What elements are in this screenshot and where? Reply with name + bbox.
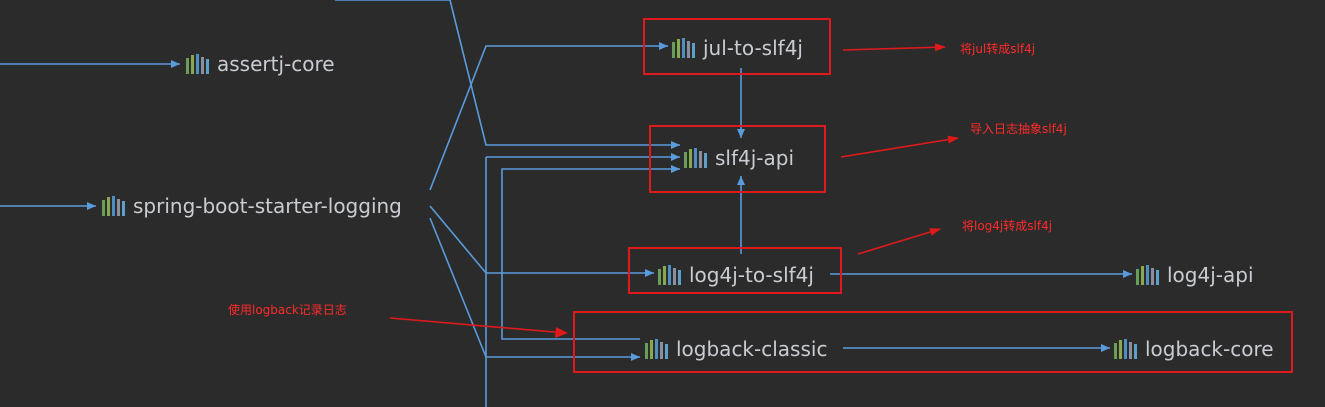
annotation-arrowhead-logback — [555, 327, 568, 338]
highlight-log4j-to-slf4j — [628, 247, 842, 294]
library-icon — [186, 54, 209, 74]
edge-logback-classic-to-slf4j-api — [501, 165, 680, 340]
annotation-arrow-slf4j — [840, 135, 959, 158]
node-label: logback-classic — [676, 337, 828, 361]
node-label: log4j-to-slf4j — [689, 263, 814, 287]
node-label: jul-to-slf4j — [703, 36, 803, 60]
library-icon — [645, 339, 668, 359]
annotation-arrow-logback — [389, 317, 567, 334]
library-icon — [1136, 265, 1159, 285]
node-slf4j-api[interactable]: slf4j-api — [684, 146, 794, 170]
library-icon — [102, 196, 125, 216]
node-jul-to-slf4j[interactable]: jul-to-slf4j — [672, 36, 803, 60]
library-icon — [1114, 339, 1137, 359]
annotation-slf4j: 导入日志抽象slf4j — [970, 122, 1067, 136]
node-log4j-to-slf4j[interactable]: log4j-to-slf4j — [658, 263, 814, 287]
edge-starter-to-log4j-to-slf4j — [429, 205, 654, 277]
node-log4j-api[interactable]: log4j-api — [1136, 263, 1254, 287]
annotation-logback: 使用logback记录日志 — [228, 303, 347, 317]
node-label: slf4j-api — [715, 146, 795, 170]
annotation-arrow-jul — [842, 43, 946, 52]
node-label: spring-boot-starter-logging — [133, 194, 402, 218]
highlight-logback — [573, 311, 1293, 373]
annotation-log4j: 将log4j转成slf4j — [962, 219, 1053, 233]
node-label: log4j-api — [1167, 263, 1254, 287]
node-assertj-core[interactable]: assertj-core — [186, 52, 335, 76]
annotation-jul: 将jul转成slf4j — [960, 42, 1036, 56]
highlight-jul-to-slf4j — [643, 18, 831, 75]
node-logback-core[interactable]: logback-core — [1114, 337, 1274, 361]
node-logback-classic[interactable]: logback-classic — [645, 337, 827, 361]
edge-starter-to-jul — [429, 42, 668, 191]
node-label: assertj-core — [217, 52, 335, 76]
library-icon — [658, 265, 681, 285]
annotation-arrow-log4j — [857, 228, 941, 255]
library-icon — [672, 38, 695, 58]
highlight-slf4j-api — [649, 125, 826, 193]
library-icon — [684, 148, 707, 168]
node-spring-boot-starter-logging[interactable]: spring-boot-starter-logging — [102, 194, 402, 218]
edge-top-to-slf4j-api — [335, 0, 680, 149]
node-label: logback-core — [1145, 337, 1274, 361]
